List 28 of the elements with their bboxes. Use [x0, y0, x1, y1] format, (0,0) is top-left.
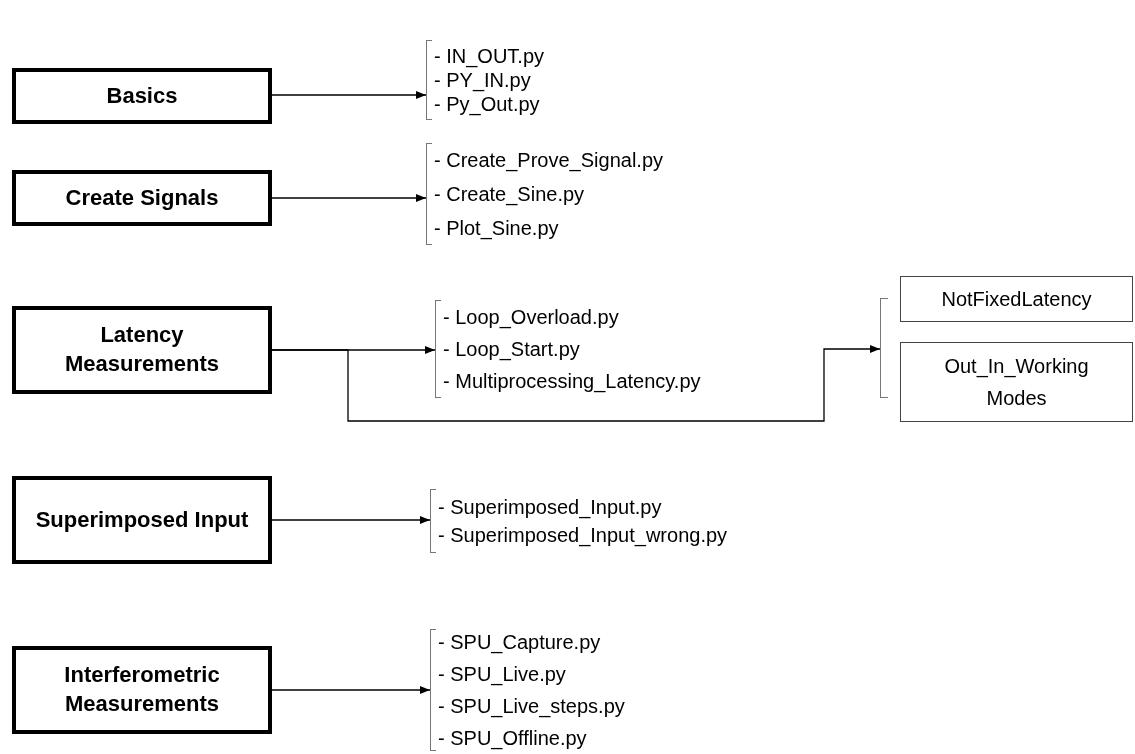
arrow — [271, 91, 427, 99]
file-name: - SPU_Live.py — [437, 662, 566, 688]
process-box: Interferometric Measurements — [12, 646, 272, 734]
file-name: - Plot_Sine.py — [433, 216, 559, 242]
arrow — [271, 686, 431, 694]
file-name: - Loop_Start.py — [442, 337, 580, 363]
file-name: - Multiprocessing_Latency.py — [442, 369, 701, 395]
sub-box: Out_In_Working Modes — [900, 342, 1133, 422]
file-name: - Superimposed_Input_wrong.py — [437, 523, 728, 549]
bracket — [880, 298, 888, 398]
file-name: - Create_Sine.py — [433, 182, 585, 208]
arrow — [271, 345, 881, 422]
file-name: - Py_Out.py — [433, 92, 540, 116]
file-name: - SPU_Live_steps.py — [437, 694, 625, 720]
file-name: - SPU_Capture.py — [437, 630, 601, 656]
process-box: Create Signals — [12, 170, 272, 226]
file-name: - Loop_Overload.py — [442, 305, 619, 331]
file-name: - IN_OUT.py — [433, 44, 545, 68]
sub-box: NotFixedLatency — [900, 276, 1133, 322]
process-box: Basics — [12, 68, 272, 124]
process-box: Superimposed Input — [12, 476, 272, 564]
arrow — [271, 516, 431, 524]
process-box: Latency Measurements — [12, 306, 272, 394]
file-name: - Superimposed_Input.py — [437, 495, 662, 521]
file-name: - SPU_Offline.py — [437, 726, 587, 752]
file-name: - PY_IN.py — [433, 68, 531, 92]
arrow — [271, 194, 427, 202]
file-name: - Create_Prove_Signal.py — [433, 148, 663, 174]
